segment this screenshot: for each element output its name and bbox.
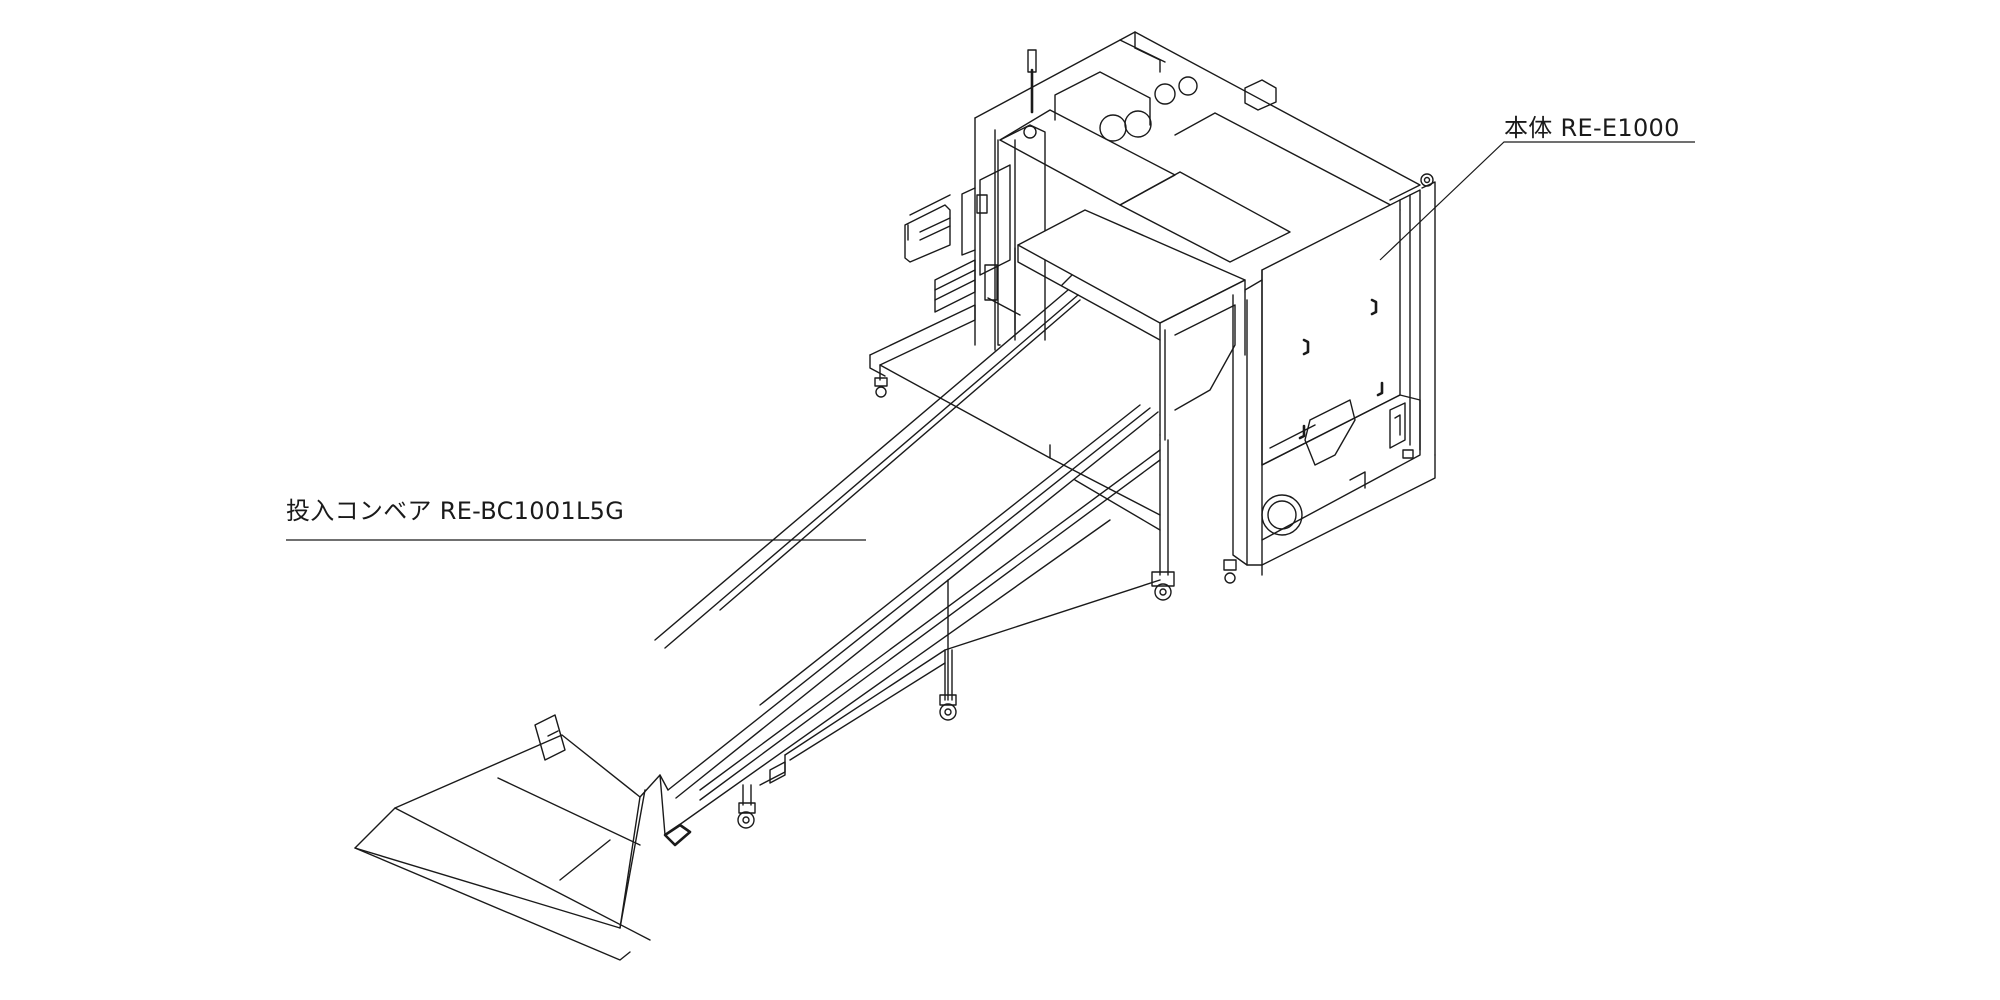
input-conveyor-label: 投入コンベア RE-BC1001L5G [286, 497, 625, 525]
main-body-unit [869, 31, 1436, 601]
input-conveyor-unit [354, 274, 1161, 961]
main-body-label: 本体 RE-E1000 [1504, 114, 1680, 142]
main-body-leader [1379, 141, 1695, 261]
